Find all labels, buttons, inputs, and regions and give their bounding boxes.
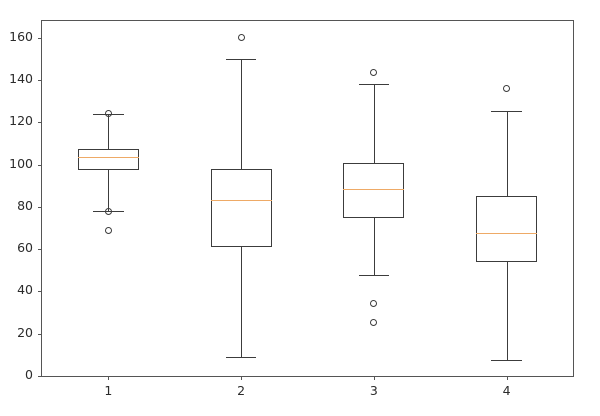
y-axis-tick bbox=[38, 37, 42, 39]
median-line bbox=[343, 188, 405, 190]
outlier-marker bbox=[104, 207, 112, 215]
cap-upper bbox=[358, 84, 390, 86]
x-axis-tick-label: 2 bbox=[237, 383, 246, 398]
whisker-upper bbox=[373, 84, 375, 163]
whisker-upper bbox=[241, 59, 243, 169]
whisker-upper bbox=[108, 113, 110, 149]
outlier-marker bbox=[104, 226, 112, 234]
y-axis-tick-label: 60 bbox=[17, 240, 33, 256]
y-axis-tick bbox=[38, 80, 42, 82]
box-plot-group[interactable] bbox=[42, 21, 573, 376]
whisker-lower bbox=[241, 247, 243, 357]
x-axis-tick bbox=[506, 376, 508, 380]
y-axis-tick bbox=[38, 206, 42, 208]
outlier-marker bbox=[503, 85, 511, 93]
outlier-marker bbox=[370, 318, 378, 326]
y-axis-tick-label: 140 bbox=[9, 71, 33, 87]
outlier-marker bbox=[104, 110, 112, 118]
y-axis-tick-label: 0 bbox=[25, 367, 33, 382]
box-iqr bbox=[210, 168, 272, 248]
y-axis-tick bbox=[38, 164, 42, 166]
y-axis-tick-label: 100 bbox=[9, 155, 33, 171]
y-axis-tick-label: 20 bbox=[17, 324, 33, 340]
outlier-marker bbox=[370, 299, 378, 307]
x-axis-tick-label: 1 bbox=[104, 383, 113, 398]
x-axis-tick bbox=[373, 376, 375, 380]
y-axis-tick-label: 80 bbox=[17, 197, 33, 213]
cap-lower bbox=[491, 360, 522, 362]
box-plot-group[interactable] bbox=[42, 21, 573, 376]
x-axis-tick bbox=[241, 376, 243, 380]
y-axis-tick-label: 120 bbox=[9, 113, 33, 129]
y-axis-tick bbox=[38, 376, 42, 377]
y-axis-tick bbox=[38, 122, 42, 124]
plot-axes-frame: 0 20 40 60 80 100 120 140 160 1 2 3 4 bbox=[9, 20, 574, 397]
whisker-lower bbox=[373, 217, 375, 275]
outlier-marker bbox=[237, 34, 245, 42]
cap-lower bbox=[358, 274, 390, 276]
median-line bbox=[476, 233, 538, 235]
box-plot-group[interactable] bbox=[42, 21, 573, 376]
box-iqr bbox=[476, 196, 538, 262]
plot-area: 0 20 40 60 80 100 120 140 160 1 2 3 4 bbox=[9, 21, 573, 397]
y-axis-tick-label: 40 bbox=[17, 282, 33, 298]
cap-upper bbox=[491, 110, 522, 112]
x-axis-tick-label: 4 bbox=[502, 383, 511, 398]
x-axis-tick bbox=[108, 376, 110, 380]
y-axis-tick bbox=[38, 249, 42, 251]
y-axis-tick bbox=[38, 333, 42, 335]
y-axis-tick bbox=[38, 291, 42, 293]
outlier-marker bbox=[370, 69, 378, 77]
y-axis-tick-label: 160 bbox=[9, 28, 33, 44]
median-line bbox=[210, 199, 272, 201]
box-iqr bbox=[343, 162, 405, 218]
box-plot-group[interactable] bbox=[42, 21, 573, 376]
box-iqr bbox=[77, 148, 139, 170]
whisker-lower bbox=[108, 169, 110, 212]
cap-lower bbox=[225, 356, 257, 358]
whisker-lower bbox=[506, 261, 508, 361]
median-line bbox=[77, 157, 139, 159]
x-axis-tick-label: 3 bbox=[369, 383, 378, 398]
cap-upper bbox=[225, 59, 257, 61]
whisker-upper bbox=[506, 110, 508, 197]
